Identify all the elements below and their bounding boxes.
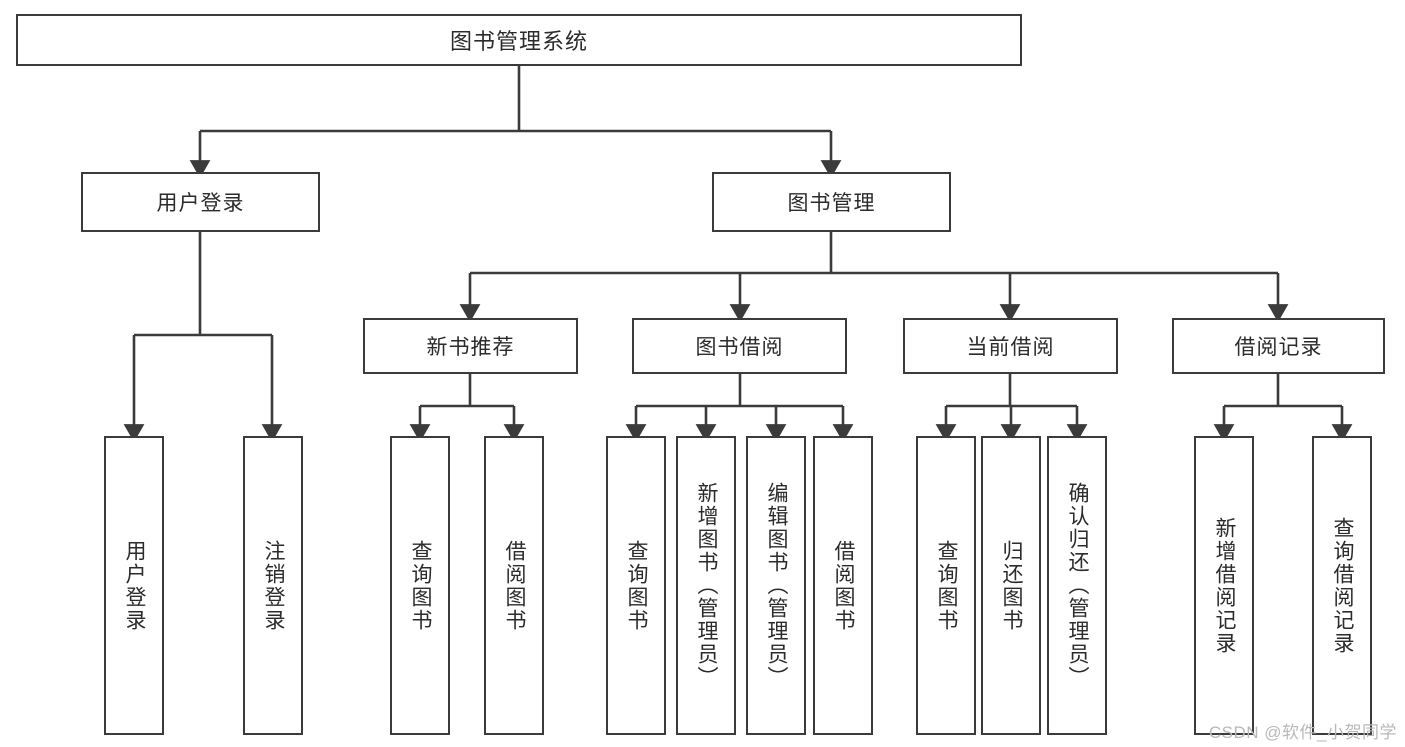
leaf-current-borrow-confirm-return[interactable]: 确认归还（管理员） [1047,436,1107,735]
leaf-new-book-query[interactable]: 查询图书 [390,436,450,735]
node-book-management[interactable]: 图书管理 [712,172,951,232]
leaf-book-borrow-borrow[interactable]: 借阅图书 [813,436,873,735]
leaf-book-borrow-query[interactable]: 查询图书 [606,436,666,735]
leaf-current-borrow-query[interactable]: 查询图书 [916,436,976,735]
watermark-text: CSDN @软件_小贺同学 [1208,723,1397,742]
leaf-borrow-record-add[interactable]: 新增借阅记录 [1194,436,1254,735]
leaf-current-borrow-return[interactable]: 归还图书 [981,436,1041,735]
node-root-system[interactable]: 图书管理系统 [16,14,1022,66]
node-book-borrow[interactable]: 图书借阅 [632,318,847,374]
node-current-borrow[interactable]: 当前借阅 [903,318,1118,374]
leaf-book-borrow-edit[interactable]: 编辑图书（管理员） [746,436,806,735]
node-borrow-record[interactable]: 借阅记录 [1172,318,1385,374]
leaf-new-book-borrow[interactable]: 借阅图书 [484,436,544,735]
leaf-user-login-login[interactable]: 用户登录 [104,436,164,735]
leaf-book-borrow-add[interactable]: 新增图书（管理员） [676,436,736,735]
leaf-user-login-logout[interactable]: 注销登录 [243,436,303,735]
node-new-book-recommend[interactable]: 新书推荐 [363,318,578,374]
leaf-borrow-record-query[interactable]: 查询借阅记录 [1312,436,1372,735]
node-user-login[interactable]: 用户登录 [81,172,320,232]
